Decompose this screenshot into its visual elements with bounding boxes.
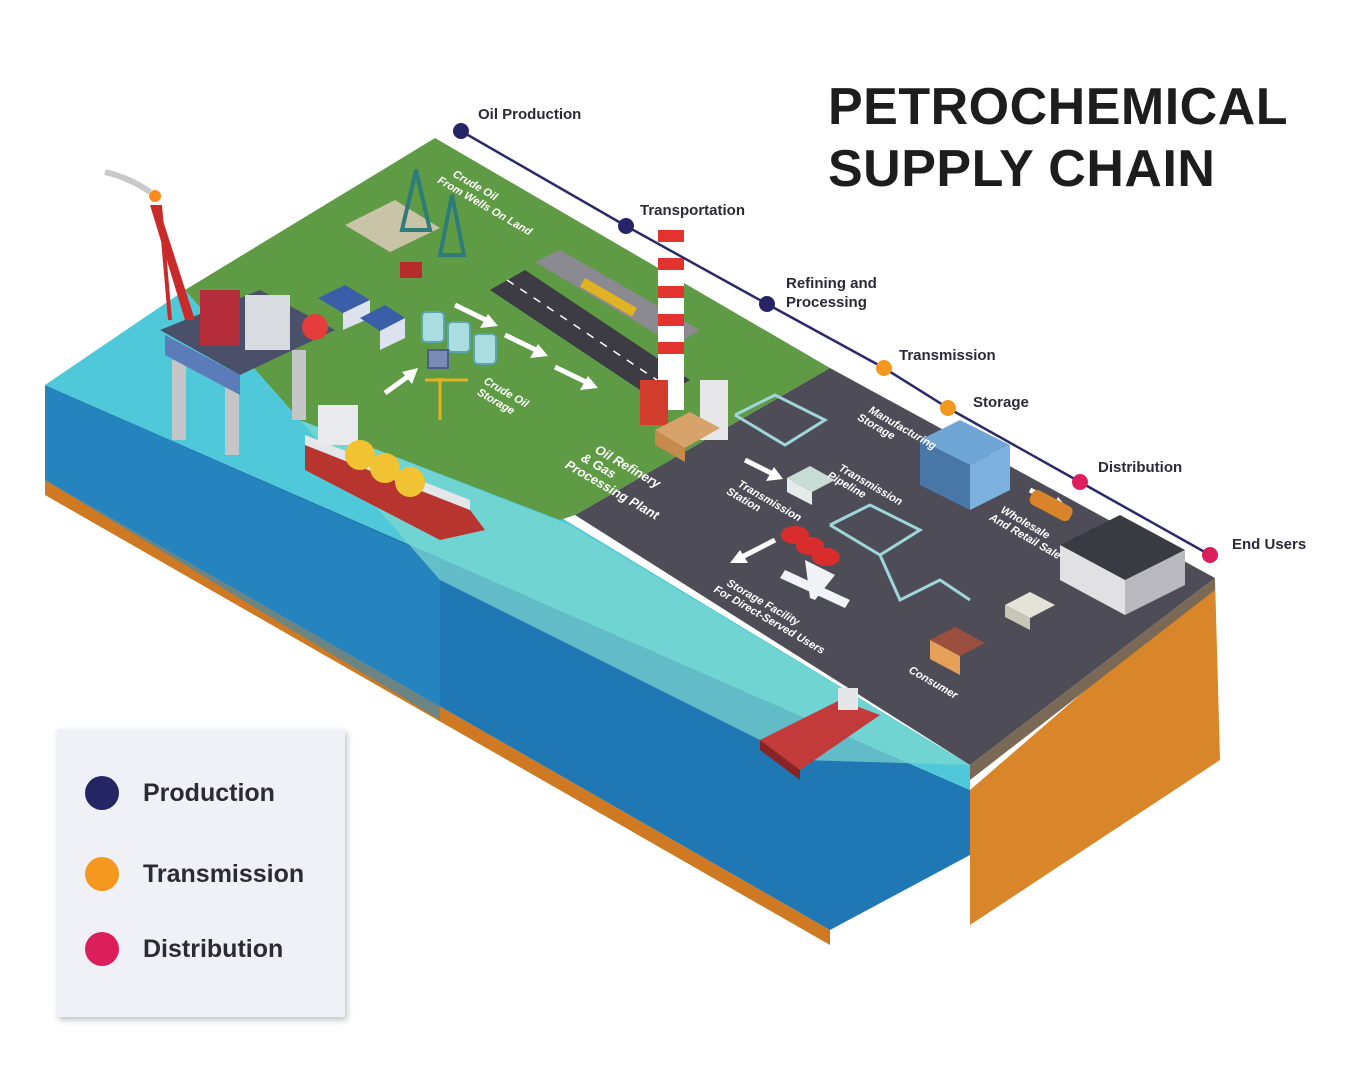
pipelines	[734, 393, 971, 603]
airplane	[780, 560, 850, 608]
legend: Production Transmission Distribution	[57, 729, 345, 1017]
worker-houses	[318, 285, 405, 350]
legend-item-distribution: Distribution	[85, 929, 283, 969]
asphalt-edge	[970, 578, 1215, 780]
stage-dot-refining	[759, 296, 775, 312]
fuel-truck	[1029, 490, 1073, 522]
legend-dot-distribution	[85, 932, 119, 966]
legend-label-distribution: Distribution	[143, 934, 284, 963]
legend-item-production: Production	[85, 773, 275, 813]
earth-side-right	[970, 578, 1220, 925]
stage-dot-end-users	[1202, 547, 1218, 563]
stage-dot-distribution	[1072, 474, 1088, 490]
end-user-buildings	[1060, 515, 1185, 615]
crane	[425, 378, 468, 420]
timeline: Oil Production Transportation Refining a…	[453, 106, 1306, 563]
stage-label-distribution: Distribution	[1098, 459, 1182, 476]
lng-ship	[305, 405, 485, 540]
legend-dot-production	[85, 776, 119, 810]
title-line-2: SUPPLY CHAIN	[828, 140, 1216, 198]
stage-label-storage: Storage	[973, 394, 1029, 411]
stage-label-refining: Refining and Processing	[786, 275, 881, 311]
stage-dot-oil-production	[453, 123, 469, 139]
oil-wells	[345, 169, 467, 278]
legend-label-production: Production	[143, 778, 275, 807]
tanker-boat	[760, 688, 880, 780]
crude-oil-tanks	[421, 311, 497, 369]
stage-label-end-users: End Users	[1232, 536, 1306, 553]
stage-dot-transmission	[876, 360, 892, 376]
consumer-buildings	[930, 592, 1055, 675]
stage-dot-storage	[940, 400, 956, 416]
legend-dot-transmission	[85, 857, 119, 891]
stage-label-transmission: Transmission	[899, 347, 996, 364]
manufacturing-building	[920, 420, 1010, 510]
refinery	[640, 230, 728, 462]
train	[580, 278, 637, 317]
stage-label-transportation: Transportation	[640, 202, 745, 219]
water-side-light	[45, 385, 440, 720]
page-title: PETROCHEMICAL SUPPLY CHAIN	[828, 76, 1328, 200]
gas-tanks	[781, 526, 840, 566]
title-line-1: PETROCHEMICAL	[828, 78, 1289, 136]
stage-dot-transportation	[618, 218, 634, 234]
transmission-station-building	[787, 466, 835, 505]
legend-label-transmission: Transmission	[143, 859, 305, 888]
legend-item-transmission: Transmission	[85, 854, 304, 894]
asphalt-zone	[575, 368, 1215, 765]
stage-label-oil-production: Oil Production	[478, 106, 581, 123]
offshore-rig	[104, 169, 335, 455]
